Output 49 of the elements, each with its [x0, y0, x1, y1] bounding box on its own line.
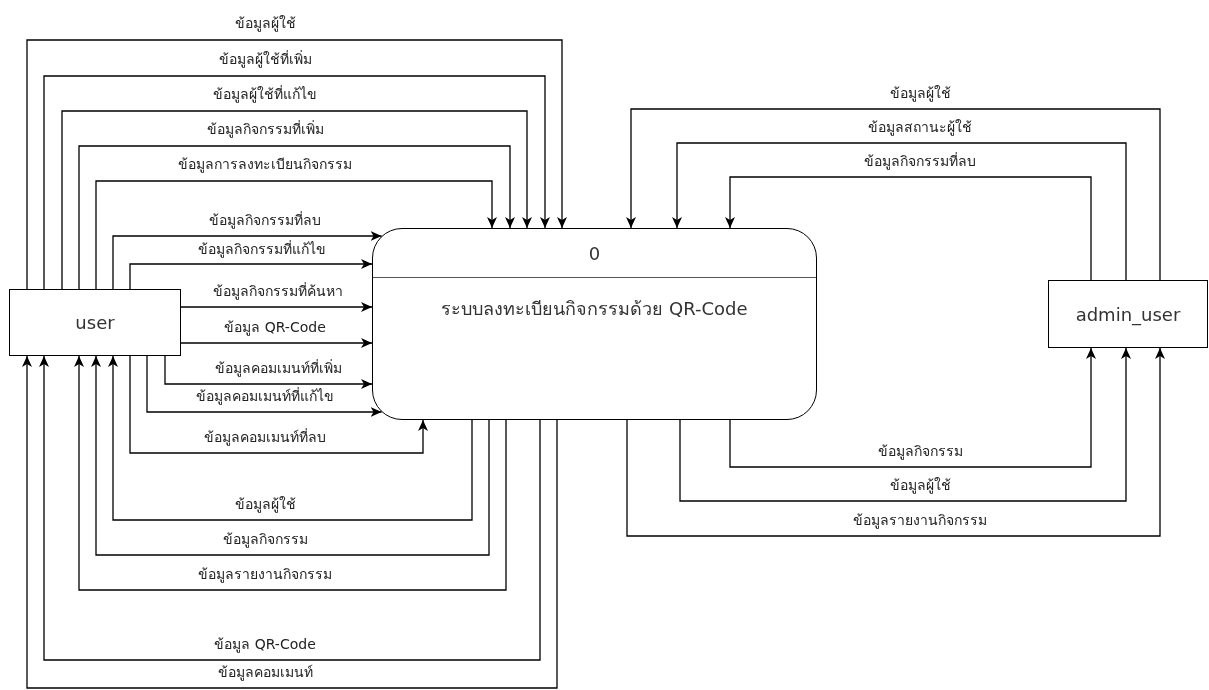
arrow	[91, 355, 490, 556]
edge-label: ข้อมูลรายงานกิจกรรม	[851, 511, 989, 529]
arrow	[146, 355, 383, 417]
arrow	[729, 347, 1096, 468]
arrow	[180, 338, 373, 348]
edge-label: ข้อมูลการลงทะเบียนกิจกรรม	[176, 155, 354, 173]
process-box	[372, 228, 817, 420]
entity-box: user	[9, 289, 181, 356]
arrow	[108, 355, 473, 521]
arrow	[725, 176, 1092, 281]
arrow	[129, 355, 428, 454]
edge-label: ข้อมูลกิจกรรม	[875, 442, 965, 460]
arrow	[672, 142, 1127, 281]
arrow	[626, 347, 1165, 537]
edge-label: ข้อมูลคอมเมนท์ที่เพิ่ม	[212, 359, 344, 377]
edge-label: ข้อมูลกิจกรรมที่แก้ไข	[196, 240, 328, 258]
edge-label: ข้อมูลผู้ใช้ที่แก้ไข	[211, 85, 319, 103]
arrow	[43, 75, 550, 290]
edge-label: ข้อมูลสถานะผู้ใช้	[866, 118, 974, 136]
arrow	[164, 355, 373, 389]
entity-box: admin_user	[1048, 280, 1208, 348]
edge-label: ข้อมูลรายงานกิจกรรม	[196, 565, 334, 583]
edge-label: ข้อมูลคอมเมนท์ที่แก้ไข	[194, 387, 336, 405]
edge-label: ข้อมูลกิจกรรมที่เพิ่ม	[204, 120, 326, 138]
arrow	[74, 355, 507, 591]
arrow	[26, 39, 567, 290]
process-label: ระบบลงทะเบียนกิจกรรมด้วย QR-Code	[440, 297, 749, 321]
edge-label: ข้อมูลคอมเมนท์ที่ลบ	[202, 428, 328, 446]
edge-label: ข้อมูล QR-Code	[212, 635, 318, 653]
arrow	[129, 259, 373, 290]
edge-label: ข้อมูลผู้ใช้	[887, 84, 953, 102]
edge-label: ข้อมูลผู้ใช้	[232, 14, 298, 32]
edge-label: ข้อมูลกิจกรรมที่ค้นหา	[211, 282, 345, 300]
edge-label: ข้อมูลผู้ใช้ที่เพิ่ม	[216, 50, 314, 68]
arrow	[180, 302, 373, 312]
edge-label: ข้อมูลกิจกรรม	[220, 530, 310, 548]
edge-label: ข้อมูลคอมเมนท์	[215, 663, 315, 681]
process-number: 0	[588, 242, 601, 264]
arrow	[626, 108, 1161, 281]
edge-label: ข้อมูลผู้ใช้	[887, 476, 953, 494]
edge-label: ข้อมูลผู้ใช้	[232, 495, 298, 513]
arrow	[112, 231, 383, 290]
arrow	[61, 110, 532, 290]
edge-label: ข้อมูลกิจกรรมที่ลบ	[207, 211, 323, 229]
arrow	[78, 145, 515, 290]
arrow	[679, 347, 1131, 502]
edge-label: ข้อมูล QR-Code	[222, 318, 328, 336]
arrow	[95, 180, 497, 290]
edge-label: ข้อมูลกิจกรรมที่ลบ	[862, 152, 978, 170]
